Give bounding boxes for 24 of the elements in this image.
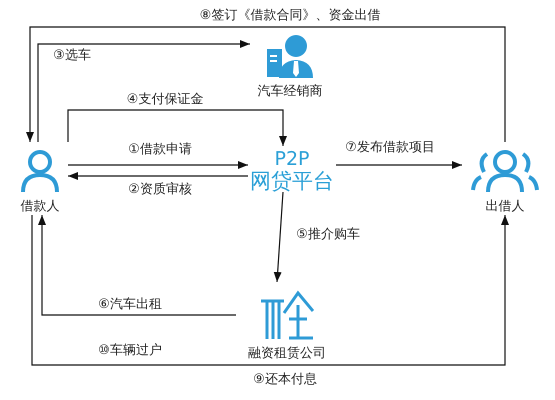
arrow xyxy=(68,172,248,180)
edge-label: ⑤推介购车 xyxy=(295,227,361,243)
step-label: ⑩车辆过户 xyxy=(97,343,163,359)
edge-label: ⑧签订《借款合同》、资金出借 xyxy=(198,8,382,24)
arrow xyxy=(31,215,509,366)
arrow xyxy=(26,26,506,142)
node-label: 出借人 xyxy=(486,199,524,215)
arrow xyxy=(37,40,250,142)
arrow xyxy=(67,109,287,146)
edge-label: ①借款申请 xyxy=(127,142,193,158)
node-label: 借款人 xyxy=(20,199,60,215)
node-label: 汽车经销商 xyxy=(258,84,322,100)
edge-label: ②资质审核 xyxy=(127,182,193,198)
arrow xyxy=(336,161,462,169)
arrow xyxy=(38,215,236,316)
node-label: 网贷平台 xyxy=(250,170,334,192)
arrow xyxy=(274,192,284,282)
node-label: P2P xyxy=(274,148,310,170)
edge-label: ⑥汽车出租 xyxy=(97,297,163,313)
edge-label: ⑨还本付息 xyxy=(252,372,318,388)
node-label: 融资租赁公司 xyxy=(248,346,326,362)
arrow xyxy=(68,161,248,169)
edge-label: ④支付保证金 xyxy=(126,92,204,108)
edge-label: ③选车 xyxy=(52,48,92,64)
